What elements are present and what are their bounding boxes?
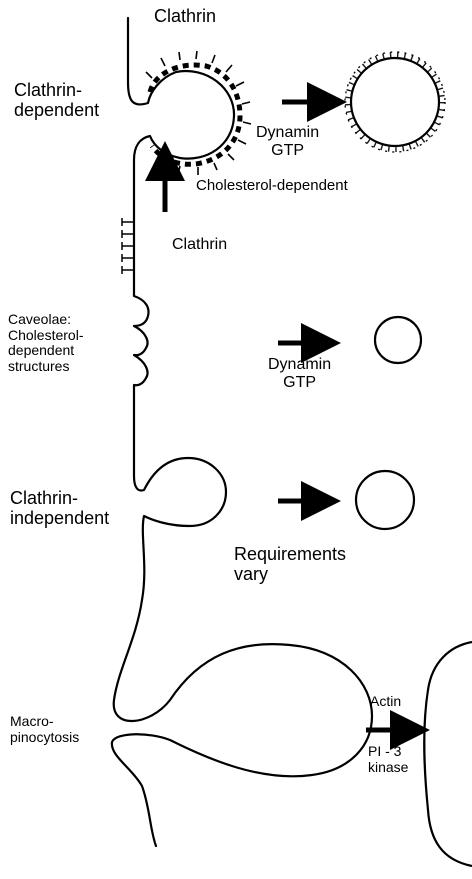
label-dynamin-gtp-2: Dynamin GTP (268, 356, 331, 392)
label-clathrin-dependent: Clathrin- dependent (14, 80, 99, 120)
label-actin: Actin (370, 694, 401, 710)
label-caveolae: Caveolae: Cholesterol- dependent structu… (8, 312, 83, 375)
label-clathrin-independent: Clathrin- independent (10, 488, 109, 528)
caveolae-vesicle (375, 317, 421, 363)
label-cholesterol-dependent: Cholesterol-dependent (196, 178, 348, 195)
label-dynamin-gtp-1: Dynamin GTP (256, 124, 319, 160)
clathrin-coat-pit (150, 66, 234, 72)
label-requirements-vary: Requirements vary (234, 544, 346, 584)
clathrin-coated-vesicle (345, 52, 445, 152)
clathrin-independent-vesicle (356, 471, 414, 529)
label-macropinocytosis: Macro- pinocytosis (10, 714, 79, 745)
label-clathrin-mid: Clathrin (172, 236, 227, 254)
label-pi3-kinase: PI - 3 kinase (368, 744, 408, 775)
macropinosome (424, 642, 472, 866)
label-clathrin-top: Clathrin (154, 6, 216, 26)
clathrin-flat-patch (122, 218, 134, 274)
